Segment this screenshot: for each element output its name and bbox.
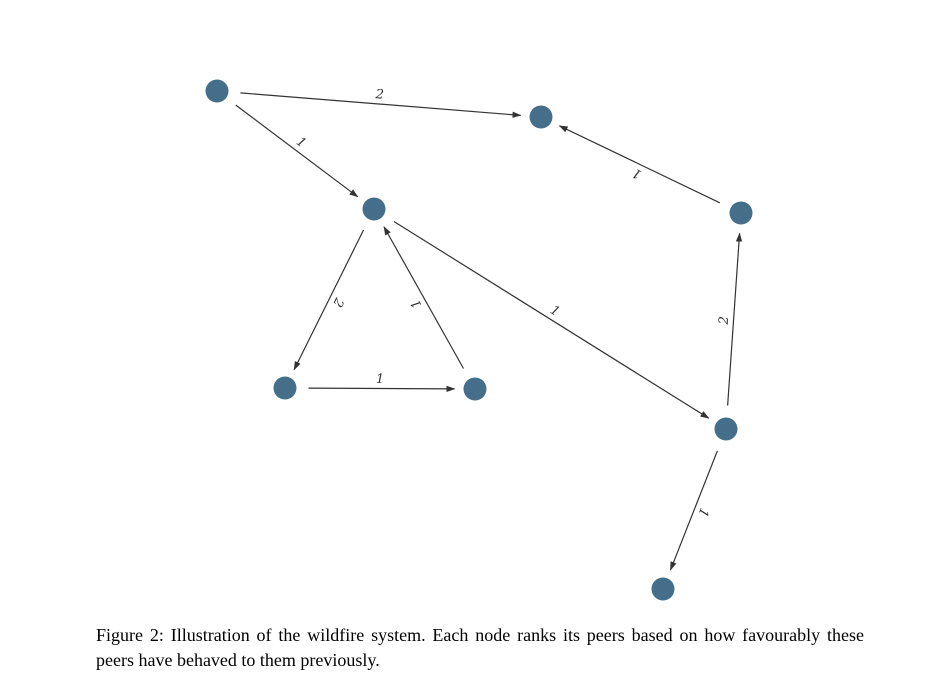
node-n8 [651, 577, 675, 601]
node-n4 [729, 201, 753, 225]
edge-n7-n4 [727, 232, 743, 406]
edge-n3-n5 [293, 229, 365, 371]
edge-n4-n2 [558, 125, 721, 204]
network-diagram: 2 1 1 2 1 1 1 2 1 [205, 79, 753, 601]
edge-labels-layer: 2 1 1 2 1 1 1 2 1 [293, 87, 732, 519]
edge-label: 1 [376, 372, 384, 387]
edge-n3-n7 [393, 220, 710, 419]
node-n7 [714, 417, 738, 441]
edge-label: 2 [374, 87, 384, 103]
edge-label: 1 [408, 296, 425, 311]
edge-label: 1 [293, 134, 309, 151]
edge-label: 1 [547, 303, 562, 320]
edge-n1-n2 [240, 92, 522, 118]
edge-label: 2 [329, 295, 347, 310]
node-n1 [205, 79, 229, 103]
node-n6 [463, 377, 487, 401]
node-n5 [273, 376, 297, 400]
figure-caption: Figure 2: Illustration of the wildfire s… [96, 625, 864, 670]
edge-n1-n3 [235, 104, 359, 198]
edge-n5-n6 [308, 385, 456, 392]
edge-n6-n3 [383, 226, 465, 369]
edges-layer [235, 92, 743, 571]
edge-label: 1 [694, 506, 711, 519]
edge-label: 1 [630, 165, 644, 182]
nodes-layer [205, 79, 753, 601]
edge-n7-n8 [669, 450, 718, 571]
node-n2 [529, 105, 553, 129]
edge-label: 2 [717, 316, 733, 326]
node-n3 [362, 197, 386, 221]
